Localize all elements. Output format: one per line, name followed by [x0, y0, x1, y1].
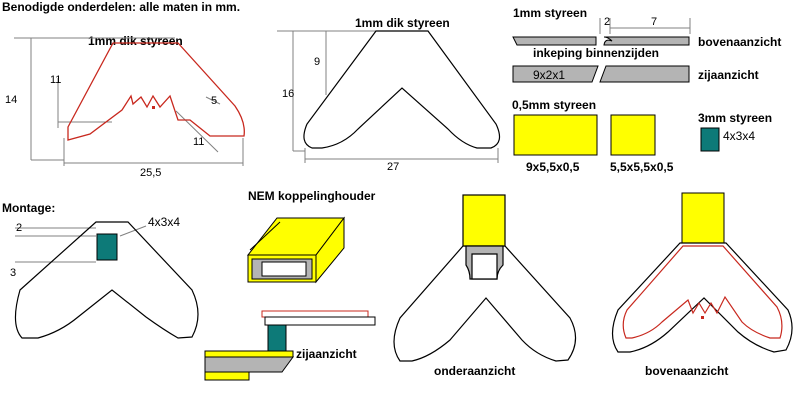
part3-side-view-right — [599, 65, 690, 83]
bottom-view — [393, 194, 577, 362]
montage-title: Montage: — [2, 201, 55, 215]
nem-side-view — [204, 310, 376, 381]
top-view — [611, 192, 793, 353]
part1-dim-11-diagonal: 11 — [193, 136, 204, 148]
nem-coupler-3d — [246, 216, 346, 284]
part3-top-view-left — [512, 36, 597, 46]
part5-material-label: 3mm styreen — [698, 111, 772, 125]
part3-side-view-left — [512, 65, 599, 83]
part4-size-small: 5,5x5,5x0,5 — [610, 160, 674, 174]
part4-plate-small — [610, 114, 656, 156]
part1-dim-14: 14 — [5, 94, 17, 106]
part1-material-label: 1mm dik styreen — [88, 34, 183, 48]
montage-block — [96, 233, 118, 261]
part3-zijaanzicht-label: zijaanzicht — [698, 68, 759, 82]
montage-dim-2: 2 — [16, 222, 22, 234]
part4-plate-large — [513, 114, 598, 156]
part3-dim-2: 2 — [604, 16, 610, 28]
part2-dimension-lines — [277, 30, 499, 163]
part3-material-label: 1mm styreen — [513, 6, 587, 20]
nem-zijaanzicht-label: zijaanzicht — [296, 347, 357, 361]
part5-size-label: 4x3x4 — [723, 129, 755, 143]
part3-dimension-lines — [599, 18, 691, 34]
part2-material-label: 1mm dik styreen — [355, 16, 450, 30]
part2-outline — [303, 30, 501, 149]
part2-dim-16: 16 — [282, 88, 294, 100]
montage-size-label: 4x3x4 — [148, 215, 180, 229]
montage-dim-3: 3 — [10, 267, 16, 279]
part3-top-view-right — [603, 36, 690, 46]
part1-dim-5: 5 — [211, 95, 217, 107]
bovenaanzicht-label: bovenaanzicht — [645, 364, 728, 378]
part3-inkeping-label: inkeping binnenzijden — [533, 46, 659, 60]
nem-title: NEM koppelinghouder — [248, 189, 376, 203]
montage-part-outline — [14, 221, 199, 339]
part2-dim-width: 27 — [387, 161, 399, 173]
onderaanzicht-label: onderaanzicht — [434, 364, 515, 378]
part3-dim-7: 7 — [651, 16, 657, 28]
part3-size-label: 9x2x1 — [533, 68, 565, 82]
part1-red-outline — [67, 42, 245, 141]
part5-block — [700, 127, 720, 152]
part1-dimension-lines — [14, 37, 244, 166]
part2-dim-9: 9 — [314, 56, 320, 68]
header-title: Benodigde onderdelen: alle maten in mm. — [2, 0, 240, 14]
part1-dim-width: 25,5 — [140, 167, 161, 179]
part3-bovenaanzicht-label: bovenaanzicht — [698, 35, 781, 49]
part4-size-large: 9x5,5x0,5 — [526, 160, 580, 174]
part1-dim-11-vertical: 11 — [50, 74, 61, 86]
part1-center-dot — [152, 106, 155, 109]
part4-material-label: 0,5mm styreen — [512, 98, 596, 112]
montage-dimension-lines — [15, 225, 147, 263]
